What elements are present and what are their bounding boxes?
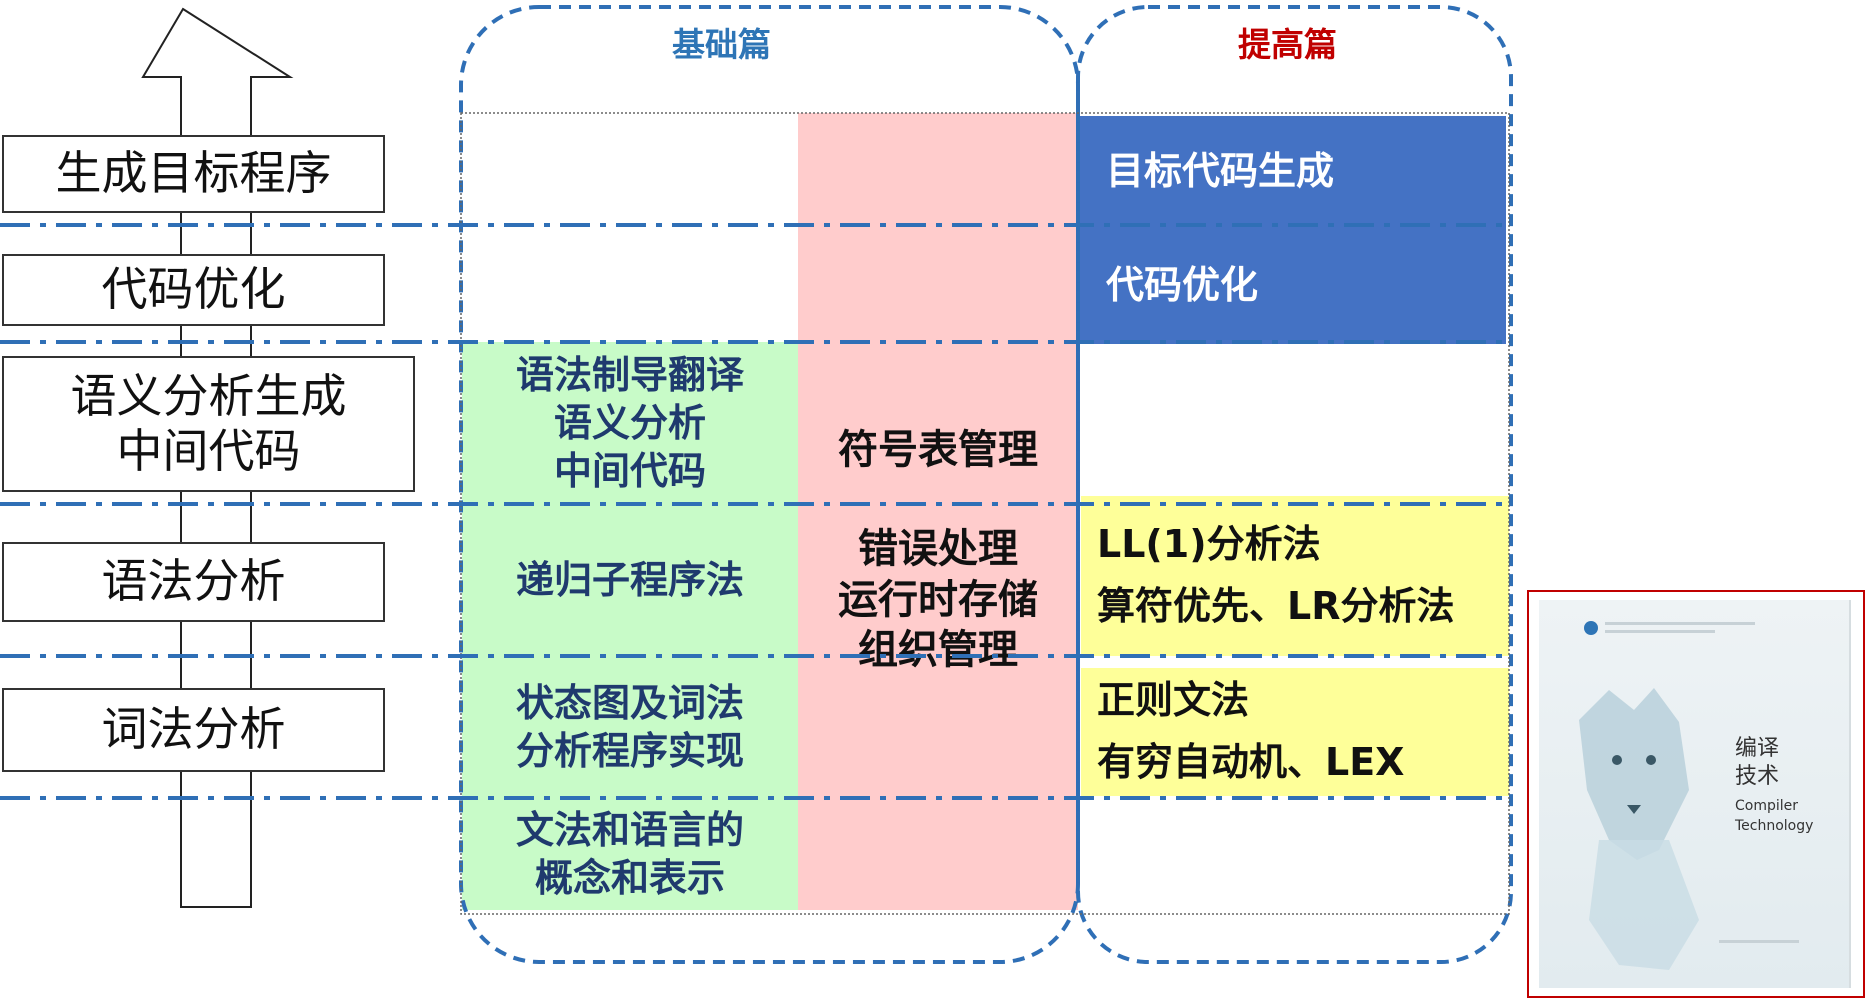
book-title-cn-2: 技术 <box>1735 764 1780 789</box>
book-cover: 编译 技术 Compiler Technology <box>1539 600 1851 988</box>
stage-target-code: 生成目标程序 <box>2 135 385 213</box>
stage-lexical: 词法分析 <box>2 688 385 772</box>
advanced-column-title: 提高篇 <box>1238 25 1337 64</box>
book-title-cn-1: 编译 <box>1735 736 1780 761</box>
advanced-optimization-cell: 代码优化 <box>1078 226 1506 344</box>
symbol-table-cell: 符号表管理 <box>838 426 1038 473</box>
table-grid-outline <box>460 112 1510 915</box>
basic-column-title: 基础篇 <box>672 25 771 64</box>
advanced-lexical-cell: 正则文法 有穷自动机、LEX <box>1081 668 1509 796</box>
book-cover-image: 编译 技术 Compiler Technology <box>1527 590 1865 998</box>
book-title-en-2: Technology <box>1735 818 1814 834</box>
advanced-target-code-cell: 目标代码生成 <box>1078 116 1506 226</box>
wolf-illustration <box>1579 621 1799 970</box>
basic-lexical-cell: 状态图及词法 分析程序实现 <box>462 656 798 798</box>
book-title-en-1: Compiler <box>1735 798 1799 814</box>
basic-syntax-cell: 递归子程序法 <box>462 504 798 656</box>
stage-optimization: 代码优化 <box>2 254 385 326</box>
basic-region-outline <box>459 5 1080 964</box>
stage-semantic-ir: 语义分析生成 中间代码 <box>2 356 415 492</box>
basic-grammar-cell: 文法和语言的 概念和表示 <box>462 798 798 910</box>
advanced-syntax-cell: LL(1)分析法 算符优先、LR分析法 <box>1081 496 1509 656</box>
stage-syntax: 语法分析 <box>2 542 385 622</box>
error-runtime-cell: 错误处理 运行时存储 组织管理 <box>838 525 1038 674</box>
advanced-region-outline <box>1076 5 1513 964</box>
basic-semantic-cell: 语法制导翻译 语义分析 中间代码 <box>462 342 798 504</box>
pink-common-column <box>798 113 1078 910</box>
